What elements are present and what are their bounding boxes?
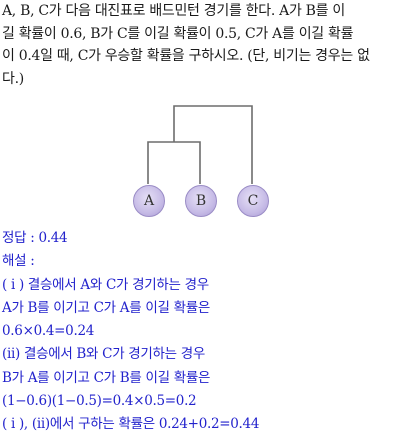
player-node-b: B	[185, 185, 217, 217]
player-label: A	[143, 193, 155, 209]
problem-line: 이 0.4일 때, C가 우승할 확률을 구하시오. (단, 비기는 경우는 없	[2, 48, 370, 64]
explanation-label: 해설 :	[2, 253, 35, 270]
player-node-c: C	[237, 185, 269, 217]
solution-step: (ii) 결승에서 B와 C가 경기하는 경우	[2, 346, 206, 363]
tournament-bracket: A B C	[133, 105, 269, 217]
solution-block: 정답 : 0.44 해설 : ( i ) 결승에서 A와 C가 경기하는 경우 …	[2, 227, 398, 437]
player-label: C	[247, 193, 259, 209]
solution-step: (1−0.6)(1−0.5)=0.4×0.5=0.2	[2, 393, 197, 410]
solution-step: B가 A를 이기고 C가 B를 이길 확률은	[2, 369, 211, 386]
problem-line: A, B, C가 다음 대진표로 배드민턴 경기를 한다. A가 B를 이	[2, 3, 345, 19]
problem-line: 다.)	[2, 70, 24, 87]
problem-line: 길 확률이 0.6, B가 C를 이길 확률이 0.5, C가 A를 이길 확률	[2, 25, 354, 42]
answer-line: 정답 : 0.44	[2, 230, 68, 246]
bracket-lines	[147, 105, 253, 184]
player-label: B	[195, 193, 207, 209]
solution-step: ( i ) 결승에서 A와 C가 경기하는 경우	[2, 276, 209, 293]
solution-step: A가 B를 이기고 C가 A를 이길 확률은	[2, 299, 210, 316]
problem-statement: A, B, C가 다음 대진표로 배드민턴 경기를 한다. A가 B를 이 길 …	[2, 0, 398, 90]
solution-step: 0.6×0.4=0.24	[2, 323, 95, 340]
player-node-a: A	[133, 185, 165, 217]
solution-step: ( i ), (ii)에서 구하는 확률은 0.24+0.2=0.44	[2, 416, 260, 433]
bracket-line-ab	[147, 141, 201, 184]
bracket-line-final	[173, 105, 253, 184]
